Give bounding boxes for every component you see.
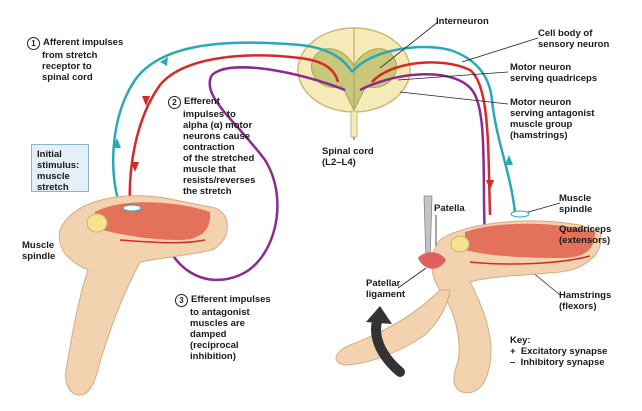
motor-quadriceps-label: Motor neuron serving quadriceps bbox=[510, 62, 598, 84]
key-text-excitatory: Excitatory synapse bbox=[520, 346, 608, 357]
spinal-cord-label: Spinal cord (L2–L4) bbox=[322, 146, 374, 168]
muscle-spindle-left-label: Muscle spindle bbox=[22, 240, 56, 262]
step-number-3: 3 bbox=[175, 294, 188, 307]
spinal-cord-section bbox=[297, 27, 411, 138]
cell-body-label: Cell body of sensory neuron bbox=[538, 28, 610, 50]
reflex-hammer bbox=[418, 195, 446, 269]
right-leg bbox=[335, 210, 602, 394]
key-text-inhibitory: Inhibitory synapse bbox=[520, 357, 605, 368]
leader-lines bbox=[69, 21, 561, 296]
initial-stimulus-box: Initial stimulus: muscle stretch bbox=[31, 144, 89, 193]
motor-antagonist-label: Motor neuron serving antagonist muscle g… bbox=[510, 97, 595, 141]
patellar-ligament-label: Patellar ligament bbox=[366, 278, 406, 300]
key-legend: Key: + Excitatory synapse – Inhibitory s… bbox=[510, 335, 607, 368]
key-title: Key: bbox=[510, 335, 531, 346]
step-number-2: 2 bbox=[168, 96, 181, 109]
quadriceps-label: Quadriceps (extensors) bbox=[559, 224, 612, 246]
antagonist-pathway bbox=[158, 66, 487, 282]
hamstrings-label: Hamstrings (flexors) bbox=[559, 290, 612, 312]
afferent-pathway bbox=[111, 41, 517, 213]
efferent-pathway bbox=[128, 54, 492, 216]
patella-label: Patella bbox=[434, 203, 465, 214]
step-number-1: 1 bbox=[27, 37, 40, 50]
key-symbol-excitatory: + bbox=[510, 346, 516, 357]
interneuron-label: Interneuron bbox=[436, 16, 489, 27]
key-symbol-inhibitory: – bbox=[510, 357, 516, 368]
muscle-spindle-right-label: Muscle spindle bbox=[559, 193, 593, 215]
left-leg bbox=[58, 195, 228, 396]
